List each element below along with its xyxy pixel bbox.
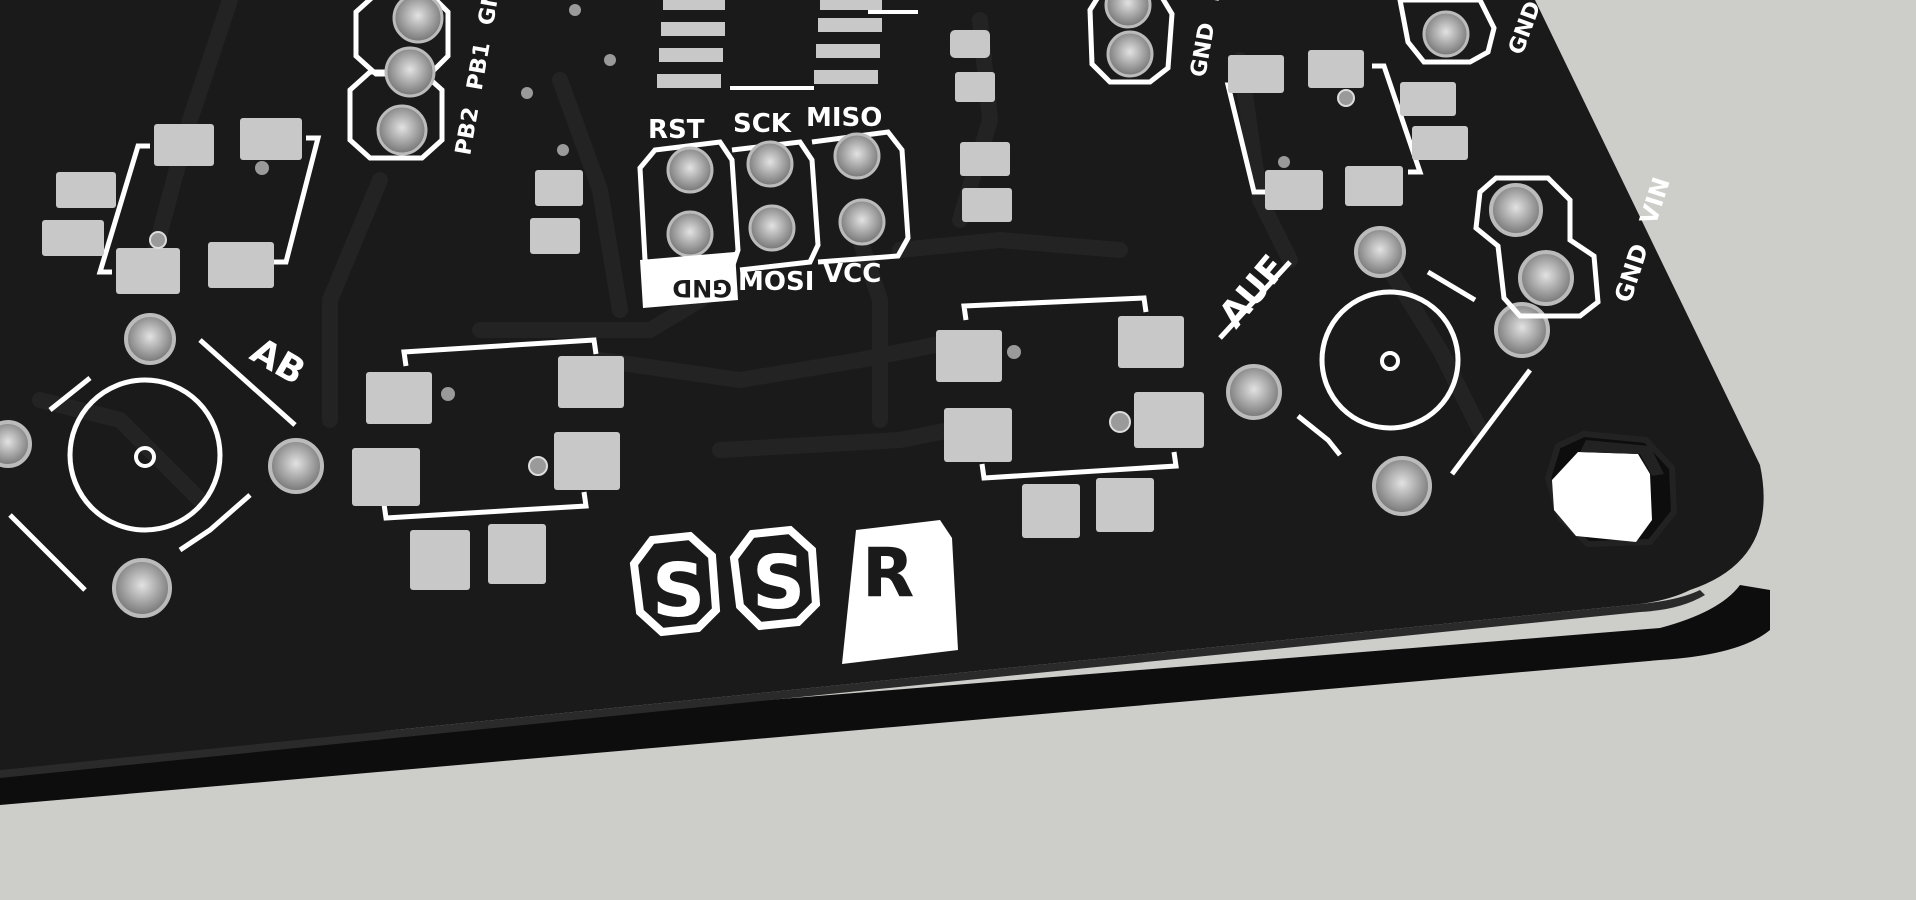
logo-letter-s2: S <box>752 540 805 626</box>
logo-letter-r: R <box>862 534 914 613</box>
label-vcc: VCC <box>823 259 881 289</box>
smd-pads-resistor-a <box>530 170 583 254</box>
ssr-logo-icon: S S R <box>629 520 958 664</box>
tactile-switch-auf[interactable]: AUF <box>1211 226 1550 516</box>
label-gnd-icsp: GND <box>672 274 732 302</box>
header-pb: PB2 PB1 GND <box>347 0 508 161</box>
mounting-hole-icon <box>1544 430 1678 548</box>
ic-top-pads <box>657 0 918 90</box>
pad <box>392 0 444 44</box>
board-edge-highlight <box>0 590 1705 778</box>
board-edge <box>0 585 1770 805</box>
label-d: D <box>1200 0 1228 4</box>
component-top-right <box>1224 50 1468 210</box>
component-top-left <box>42 118 322 294</box>
via <box>521 87 533 99</box>
label-miso: MISO <box>806 103 882 133</box>
tactile-switch-icon <box>67 377 223 533</box>
icsp-header: RST SCK MISO GND MOSI VCC <box>637 103 911 308</box>
copper-traces <box>32 0 1488 508</box>
logo-letter-s1: S <box>652 548 705 634</box>
component-mid-right <box>936 295 1204 538</box>
via <box>569 4 581 16</box>
pad <box>384 46 436 98</box>
pad <box>376 104 428 156</box>
label-sck: SCK <box>733 109 792 139</box>
component-mid-left <box>352 337 624 590</box>
label-rst: RST <box>648 115 705 145</box>
via <box>557 144 569 156</box>
label-mosi: MOSI <box>738 267 814 297</box>
via <box>604 54 616 66</box>
tactile-switch-icon <box>1319 289 1461 431</box>
smd-pads-column <box>950 30 1012 222</box>
